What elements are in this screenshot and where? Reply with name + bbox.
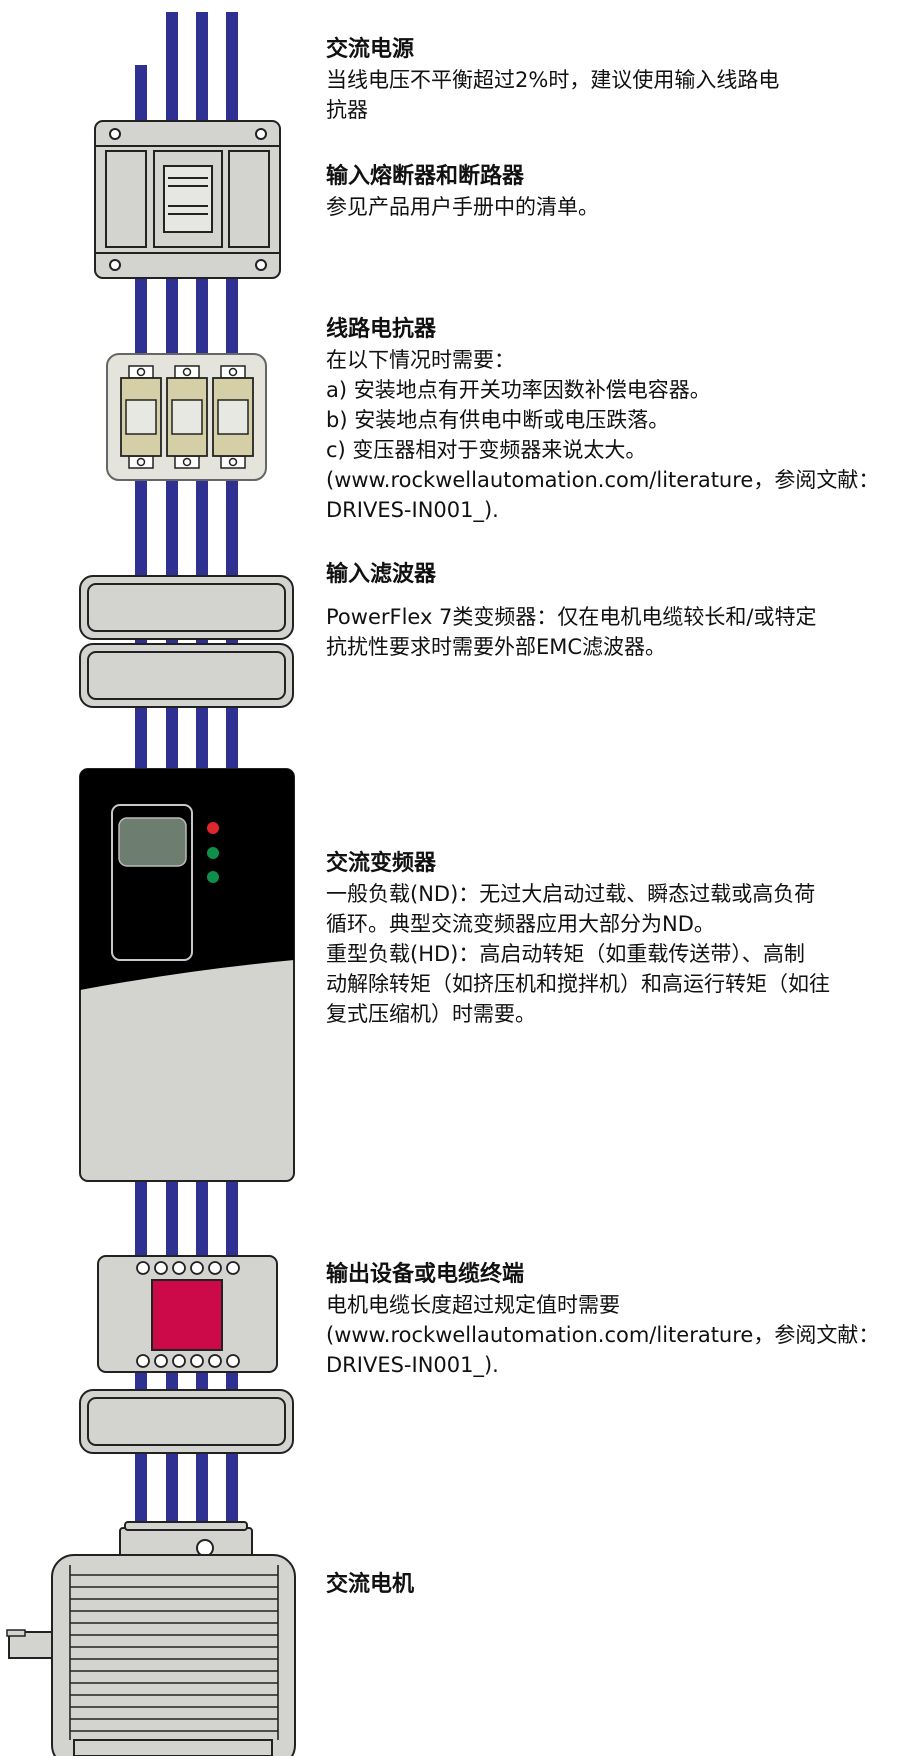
ac-drive-icon [79, 768, 295, 1182]
system-diagram [6, 12, 296, 1756]
output-filter-icon [79, 1389, 294, 1454]
section-text-line: 抗扰性要求时需要外部EMC滤波器。 [326, 635, 667, 659]
section-text-line: 抗器 [326, 98, 368, 122]
section-text-line: c) 变压器相对于变频器来说太大。 [326, 438, 647, 462]
section-text-line: 一般负载(ND)：无过大启动过载、瞬态过载或高负荷 [326, 882, 816, 906]
section-text-line: (www.rockwellautomation.com/literature，参… [326, 468, 880, 492]
section-text-line: DRIVES-IN001_). [326, 498, 499, 522]
section-text-line: a) 安装地点有开关功率因数补偿电容器。 [326, 378, 711, 402]
section-text-line: 当线电压不平衡超过2%时，建议使用输入线路电 [326, 68, 780, 92]
section-ac-drive: 交流变频器 一般负载(ND)：无过大启动过载、瞬态过载或高负荷 循环。典型交流变… [326, 849, 898, 1029]
output-terminator-icon [97, 1255, 278, 1373]
section-text-line: DRIVES-IN001_). [326, 1353, 499, 1377]
section-input-fuses: 输入熔断器和断路器 参见产品用户手册中的清单。 [326, 162, 898, 222]
section-text-line: 复式压缩机）时需要。 [326, 1002, 536, 1026]
section-title: 输入滤波器 [326, 562, 437, 587]
section-text-line: PowerFlex 7类变频器：仅在电机电缆较长和/或特定 [326, 605, 817, 629]
emc-filter-icon [79, 575, 294, 708]
section-title: 交流电源 [326, 37, 415, 62]
line-reactor-icon [106, 353, 267, 481]
section-title: 线路电抗器 [326, 317, 437, 342]
section-line-reactor: 线路电抗器 在以下情况时需要： a) 安装地点有开关功率因数补偿电容器。 b) … [326, 315, 898, 525]
section-title: 交流电机 [326, 1572, 415, 1597]
section-text-line: 重型负载(HD)：高启动转矩（如重载传送带）、高制 [326, 942, 805, 966]
section-ac-source: 交流电源 当线电压不平衡超过2%时，建议使用输入线路电 抗器 [326, 35, 898, 125]
section-title: 交流变频器 [326, 851, 437, 876]
section-text-line: 循环。典型交流变频器应用大部分为ND。 [326, 912, 715, 936]
section-text-line: 电机电缆长度超过规定值时需要 [326, 1293, 620, 1317]
ac-motor-icon [6, 1521, 296, 1756]
section-input-filter: 输入滤波器 PowerFlex 7类变频器：仅在电机电缆较长和/或特定 抗扰性要… [326, 560, 898, 662]
section-output-device: 输出设备或电缆终端 电机电缆长度超过规定值时需要 (www.rockwellau… [326, 1260, 898, 1380]
section-title: 输出设备或电缆终端 [326, 1262, 525, 1287]
section-ac-motor: 交流电机 [326, 1570, 898, 1600]
circuit-breaker-icon [94, 120, 281, 279]
section-title: 输入熔断器和断路器 [326, 164, 525, 189]
section-text-line: 参见产品用户手册中的清单。 [326, 195, 599, 219]
section-text-line: b) 安装地点有供电中断或电压跌落。 [326, 408, 670, 432]
section-text-line: (www.rockwellautomation.com/literature，参… [326, 1323, 880, 1347]
section-text-line: 动解除转矩（如挤压机和搅拌机）和高运行转矩（如往 [326, 972, 830, 996]
section-text-line: 在以下情况时需要： [326, 348, 515, 372]
